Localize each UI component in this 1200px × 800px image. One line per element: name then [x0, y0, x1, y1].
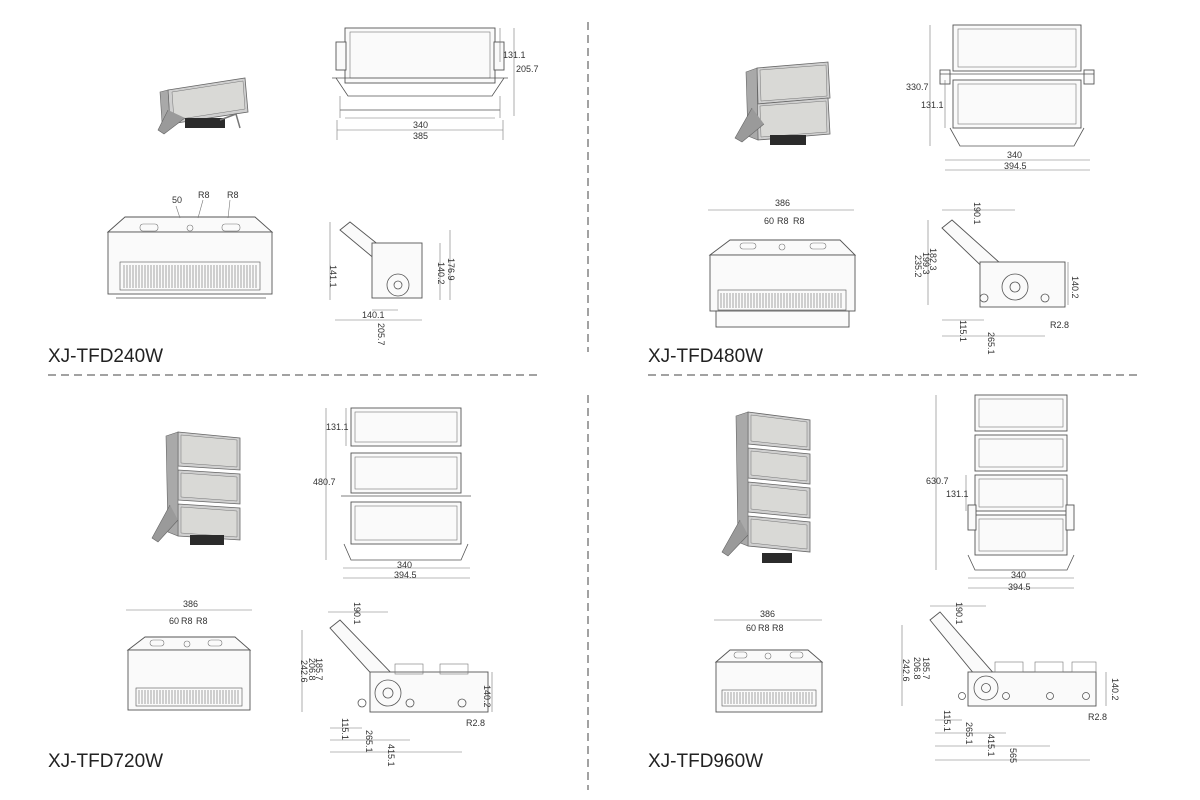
- dim-720-side-7: 265.1: [364, 730, 374, 753]
- dim-960-top-1: 386: [760, 609, 775, 619]
- dim-480-front-1: 330.7: [906, 82, 929, 92]
- dim-960-front-4: 394.5: [1008, 582, 1031, 592]
- dim-720-front-1: 131.1: [326, 422, 349, 432]
- side-view-480w: 190.1 182.3 199.3 235.2 140.2 115.1 265.…: [913, 202, 1080, 355]
- dim-480-side-4: 235.2: [913, 255, 923, 278]
- dim-960-side-2: 185.7: [921, 657, 931, 680]
- dim-720-front-2: 480.7: [313, 477, 336, 487]
- dim-720-side-1: 190.1: [352, 602, 362, 625]
- dim-240-front-3: 340: [413, 120, 428, 130]
- dim-720-side-2: 185.7: [314, 658, 324, 681]
- dim-240-top-2: R8: [198, 190, 210, 200]
- heatsink-fins-960w: [724, 692, 813, 704]
- panel-tfd480w: 330.7 131.1 340 394.5 386 60 R8 R8: [648, 24, 1095, 367]
- dim-960-front-2: 131.1: [946, 489, 969, 499]
- top-view-480w: 386 60 R8 R8: [708, 198, 857, 328]
- dim-720-top-3: R8: [181, 616, 193, 626]
- front-view-960w: 630.7 131.1 340 394.5: [926, 394, 1075, 592]
- dim-480-side-2: 182.3: [928, 248, 938, 271]
- dim-480-side-3: 199.3: [921, 252, 931, 275]
- dim-960-side-1: 190.1: [954, 602, 964, 625]
- dim-960-top-2: 60: [746, 623, 756, 633]
- dim-720-side-3: 206.8: [307, 658, 317, 681]
- divider-lines: [48, 22, 1140, 790]
- dim-960-side-8: 415.1: [986, 734, 996, 757]
- dim-480-front-3: 340: [1007, 150, 1022, 160]
- dim-720-side-6: 115.1: [340, 718, 350, 740]
- product-photo-480w: [734, 61, 831, 145]
- side-view-720w: 190.1 185.7 206.8 242.6 140.2 115.1 265.…: [299, 602, 493, 767]
- product-photo-960w: [721, 411, 811, 563]
- heatsink-fins-480w: [720, 293, 842, 308]
- top-view-960w: 386 60 R8 R8: [714, 609, 824, 713]
- panel-tfd960w: 630.7 131.1 340 394.5 386 60 R8 R8: [648, 394, 1120, 772]
- dim-240-side-4: 140.1: [362, 310, 385, 320]
- dim-240-side-2: 176.9: [446, 258, 456, 281]
- heatsink-fins-720w: [138, 690, 239, 704]
- dim-960-front-1: 630.7: [926, 476, 949, 486]
- panel-tfd240w: 131.1 205.7 340 385 50 R8 R8: [48, 27, 539, 367]
- dim-240-side-5: 205.7: [376, 323, 386, 346]
- top-view-240w: 50 R8 R8: [106, 190, 274, 299]
- dim-240-top-3: R8: [227, 190, 239, 200]
- dim-480-side-1: 190.1: [972, 202, 982, 225]
- dim-720-side-4: 242.6: [299, 660, 309, 683]
- dim-480-front-2: 131.1: [921, 100, 944, 110]
- top-view-720w: 386 60 R8 R8: [126, 599, 252, 711]
- dim-720-top-1: 386: [183, 599, 198, 609]
- model-label-480w: XJ-TFD480W: [648, 346, 763, 367]
- dim-720-front-4: 394.5: [394, 570, 417, 580]
- dim-720-side-8: 415.1: [386, 744, 396, 767]
- dim-960-top-3: R8: [758, 623, 770, 633]
- dim-720-front-3: 340: [397, 560, 412, 570]
- dim-960-side-10: R2.8: [1088, 712, 1107, 722]
- dim-960-side-5: 140.2: [1110, 678, 1120, 701]
- model-label-960w: XJ-TFD960W: [648, 751, 763, 772]
- dim-480-top-2: 60: [764, 216, 774, 226]
- dim-720-side-5: 140.2: [482, 685, 492, 708]
- dim-240-front-1: 131.1: [503, 50, 526, 60]
- side-view-240w: 141.1 176.9 140.2 140.1 205.7: [328, 221, 456, 346]
- heatsink-fins-240w: [123, 265, 257, 288]
- product-photo-720w: [151, 431, 241, 545]
- dim-480-top-3: R8: [777, 216, 789, 226]
- dim-480-top-1: 386: [775, 198, 790, 208]
- dim-480-front-4: 394.5: [1004, 161, 1027, 171]
- front-view-240w: 131.1 205.7 340 385: [332, 27, 539, 141]
- dim-480-side-8: R2.8: [1050, 320, 1069, 330]
- dim-480-top-4: R8: [793, 216, 805, 226]
- product-photo-240w: [157, 77, 249, 135]
- model-label-240w: XJ-TFD240W: [48, 346, 163, 367]
- dim-960-side-3: 206.8: [912, 657, 922, 680]
- dim-960-side-6: 115.1: [942, 710, 952, 732]
- dim-960-top-4: R8: [772, 623, 784, 633]
- front-view-720w: 131.1 480.7 340 394.5: [313, 407, 471, 580]
- dim-720-side-9: R2.8: [466, 718, 485, 728]
- panel-tfd720w: 131.1 480.7 340 394.5 386 60 R8 R8: [48, 407, 493, 772]
- dim-960-side-4: 242.6: [901, 659, 911, 682]
- dim-960-front-3: 340: [1011, 570, 1026, 580]
- dim-720-top-2: 60: [169, 616, 179, 626]
- model-label-720w: XJ-TFD720W: [48, 751, 163, 772]
- dim-240-top-1: 50: [172, 195, 182, 205]
- dim-720-top-4: R8: [196, 616, 208, 626]
- dim-960-side-9: 565: [1008, 748, 1018, 763]
- front-view-480w: 330.7 131.1 340 394.5: [906, 24, 1095, 171]
- dim-240-front-2: 205.7: [516, 64, 539, 74]
- dim-240-side-1: 141.1: [328, 265, 338, 288]
- dim-240-front-4: 385: [413, 131, 428, 141]
- side-view-960w: 190.1 185.7 206.8 242.6 140.2 115.1 265.…: [901, 602, 1120, 763]
- dim-960-side-7: 265.1: [964, 722, 974, 745]
- dim-480-side-6: 115.1: [958, 320, 968, 342]
- dim-480-side-7: 265.1: [986, 332, 996, 355]
- dim-480-side-5: 140.2: [1070, 276, 1080, 299]
- dim-240-side-3: 140.2: [436, 262, 446, 285]
